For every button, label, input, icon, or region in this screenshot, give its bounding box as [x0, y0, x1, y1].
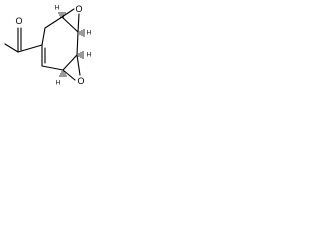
bond-ring-c2-c3: [41, 65, 64, 71]
bond-ring-c4-c5: [41, 27, 46, 46]
bond-epoxide-top-left: [61, 8, 75, 18]
hashed-wedge-h3: [78, 51, 84, 59]
epoxide-bottom-oxygen-label: O: [77, 76, 84, 86]
epoxide-top-oxygen-label: O: [75, 4, 82, 14]
bond-ring-c6-c7: [61, 16, 79, 33]
bond-carbonyl-ring: [17, 44, 43, 53]
stereo-h-top-left: H: [55, 5, 60, 12]
stereo-h-top-right: H: [87, 30, 92, 37]
bond-ring-c7-c1: [76, 31, 79, 56]
bond-methyl-carbonyl: [4, 43, 19, 53]
bond-epoxide-bottom-right: [76, 54, 81, 76]
bond-ring-c5-c6: [44, 16, 63, 29]
stereo-h-bottom-left: H: [56, 80, 61, 87]
carbonyl-oxygen-label: O: [15, 16, 22, 26]
hashed-wedge-h2: [79, 29, 85, 37]
hashed-wedge-h4: [59, 71, 67, 77]
bond-ring-c1-c2: [62, 54, 78, 71]
stereo-h-bottom-right: H: [87, 52, 92, 59]
bond-epoxide-bottom-left: [62, 69, 76, 81]
molecule-structure-diagram: O O O H H H H: [4, 4, 92, 87]
hashed-wedge-h1: [58, 12, 66, 18]
bond-epoxide-top-right: [77, 13, 80, 33]
